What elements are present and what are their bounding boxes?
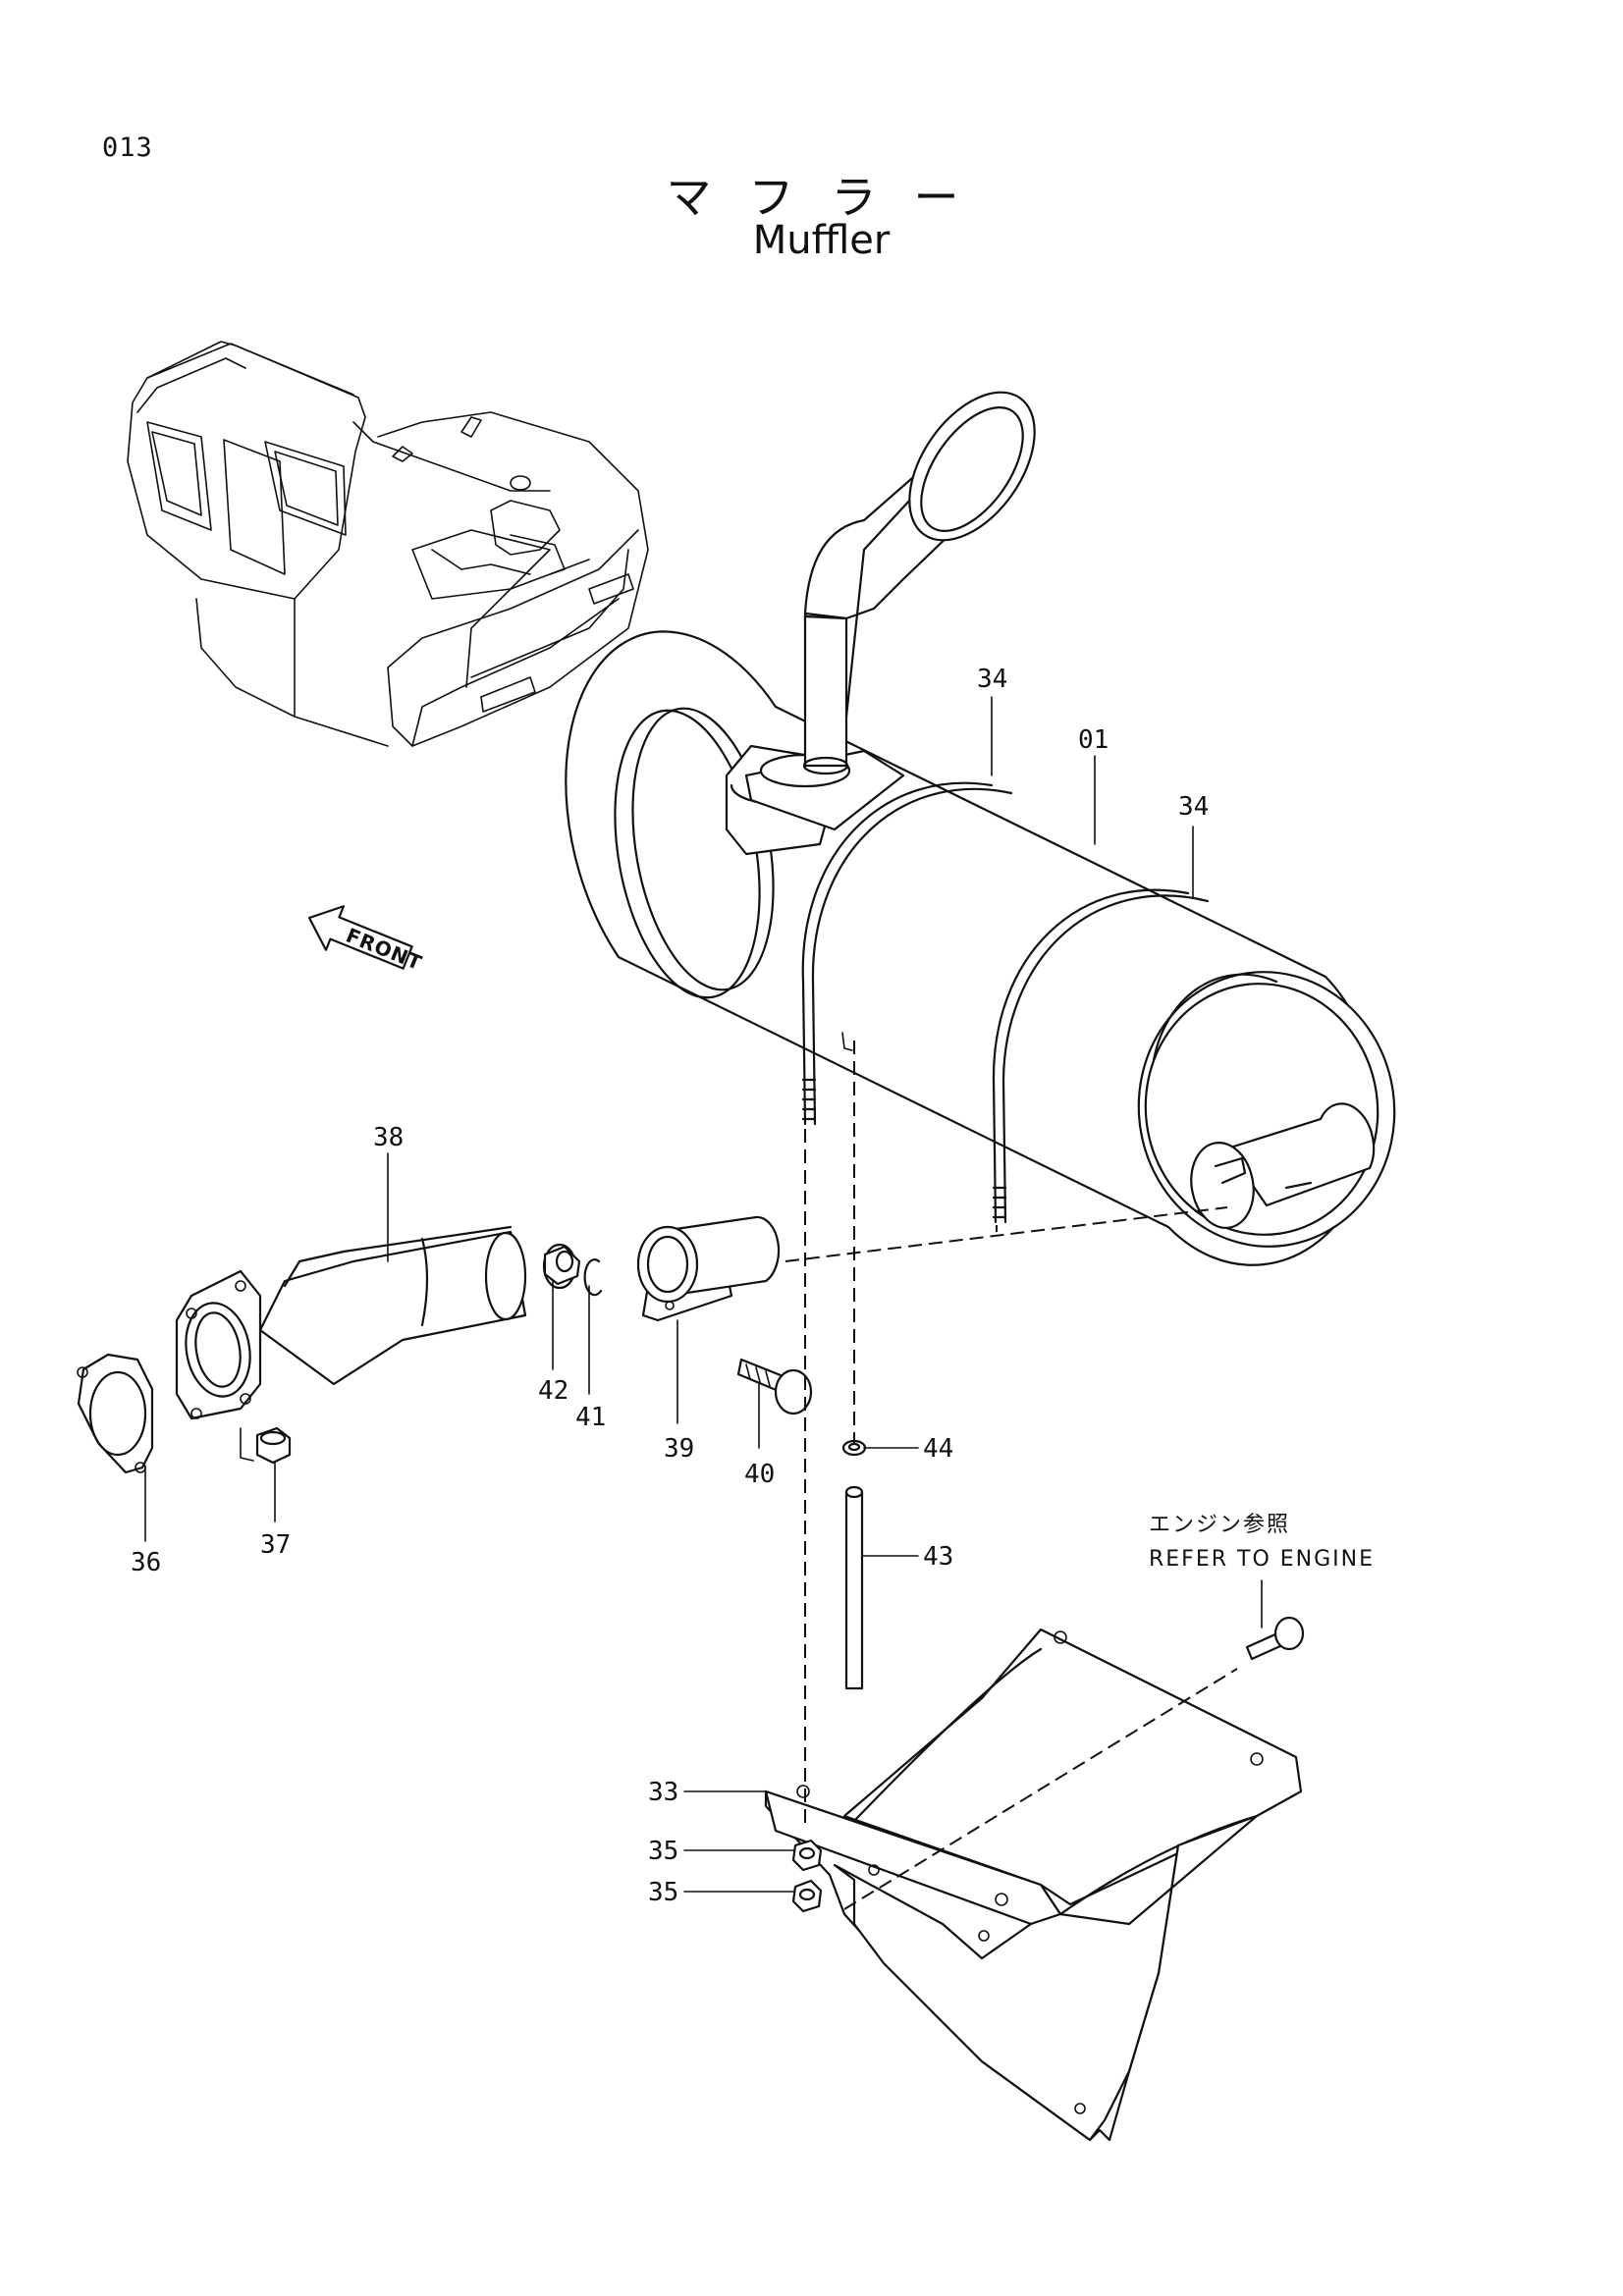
- callout-34b: 34: [1178, 792, 1209, 822]
- front-direction-arrow: FRONT: [307, 905, 426, 976]
- callout-35a: 35: [648, 1837, 678, 1866]
- excavator-location-inset: [127, 341, 649, 747]
- pipe-bracket: [636, 1215, 781, 1322]
- ring-41: [583, 1258, 603, 1297]
- washer-44: [841, 1439, 867, 1457]
- nut-35-upper: [791, 1839, 823, 1872]
- note-english: REFER TO ENGINE: [1149, 1547, 1375, 1572]
- leader-lines: [144, 696, 1263, 1893]
- nut-35-lower: [791, 1879, 823, 1913]
- muffler-support-stand: [764, 1628, 1303, 2142]
- front-label: FRONT: [343, 924, 426, 976]
- callout-33: 33: [648, 1778, 678, 1807]
- callout-39: 39: [664, 1434, 694, 1464]
- callout-44: 44: [923, 1434, 953, 1464]
- bolt-40: [736, 1358, 813, 1415]
- callout-labels: 34 01 34 38 42 41 39 40 44 43 36 37 33 3…: [131, 665, 1209, 1907]
- page-number: 013: [102, 133, 153, 163]
- engine-reference-note: エンジン参照 REFER TO ENGINE: [1149, 1513, 1375, 1572]
- engine-bolt: [1245, 1616, 1305, 1661]
- rod-43: [844, 1485, 864, 1690]
- nut-37: [240, 1426, 292, 1465]
- callout-34a: 34: [977, 665, 1007, 694]
- callout-42: 42: [538, 1376, 568, 1406]
- muffler-body: [565, 630, 1396, 1266]
- gasket: [77, 1353, 154, 1474]
- muffler-tailpipe: [725, 391, 1036, 856]
- assembly-centerlines: [784, 1041, 1238, 1910]
- title-japanese: マフラー: [666, 171, 997, 224]
- callout-38: 38: [373, 1123, 404, 1152]
- page-title: Muffler: [752, 218, 891, 263]
- callout-35b: 35: [648, 1878, 678, 1907]
- callout-37: 37: [260, 1530, 291, 1560]
- bushing-42: [542, 1243, 581, 1290]
- callout-36: 36: [131, 1548, 161, 1577]
- callout-40: 40: [744, 1460, 775, 1489]
- note-japanese: エンジン参照: [1149, 1513, 1290, 1537]
- exhaust-pipe: [175, 1225, 527, 1420]
- callout-41: 41: [575, 1403, 606, 1432]
- callout-43: 43: [923, 1542, 953, 1572]
- callout-01: 01: [1078, 725, 1109, 755]
